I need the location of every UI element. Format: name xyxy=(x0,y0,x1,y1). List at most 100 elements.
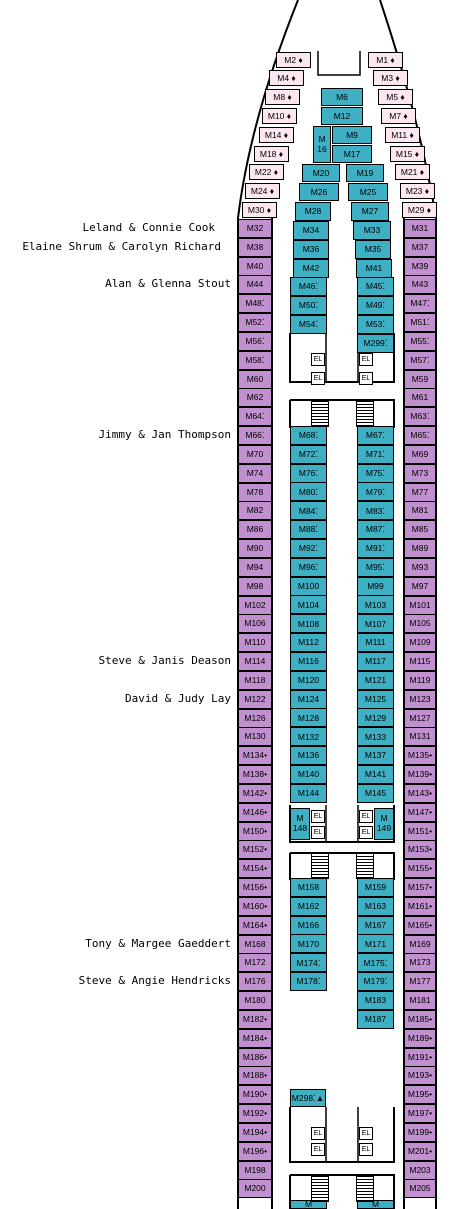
cabin-M12[interactable]: M12 xyxy=(321,107,363,125)
cabin-M140[interactable]: M140 xyxy=(290,764,327,784)
cabin-M91[interactable]: M91⁚ xyxy=(357,538,394,558)
cabin-M121[interactable]: M121 xyxy=(357,670,394,690)
cabin-M105[interactable]: M105 xyxy=(404,614,436,633)
cabin-M40[interactable]: M40 xyxy=(238,257,272,276)
cabin-M8[interactable]: M8 ♦ xyxy=(265,89,300,105)
cabin-M41[interactable]: M41 xyxy=(356,259,392,278)
cabin-M22[interactable]: M22 ♦ xyxy=(249,164,284,180)
cabin-M130[interactable]: M130 xyxy=(238,727,272,746)
cabin-M94[interactable]: M94 xyxy=(238,558,272,577)
cabin-M175[interactable]: M175⁚ xyxy=(357,953,394,973)
cabin-M11[interactable]: M11 ♦ xyxy=(385,127,420,143)
cabin-M168[interactable]: M168 xyxy=(238,935,272,954)
cabin-M61[interactable]: M61 xyxy=(404,388,436,407)
cabin-M125[interactable]: M125 xyxy=(357,689,394,709)
cabin-M66[interactable]: M66⁚ xyxy=(238,426,272,445)
cabin-M24[interactable]: M24 ♦ xyxy=(245,183,280,199)
cabin-M52[interactable]: M52⁚ xyxy=(238,313,272,332)
cabin-M112[interactable]: M112 xyxy=(290,633,327,653)
cabin-M186[interactable]: M186• xyxy=(238,1048,272,1067)
cabin-M199[interactable]: M199• xyxy=(404,1123,436,1142)
cabin-M114[interactable]: M114 xyxy=(238,652,272,671)
cabin-M25[interactable]: M25 xyxy=(348,183,388,201)
cabin-M47[interactable]: M47⁚ xyxy=(404,294,436,313)
cabin-M126[interactable]: M126 xyxy=(238,709,272,728)
cabin-M27[interactable]: M27 xyxy=(351,202,389,221)
cabin-M196[interactable]: M196• xyxy=(238,1142,272,1161)
cabin-M82[interactable]: M82 xyxy=(238,501,272,520)
cabin-M136[interactable]: M136 xyxy=(290,746,327,766)
cabin-M31[interactable]: M31 xyxy=(404,219,436,238)
cabin-M19[interactable]: M19 xyxy=(346,164,384,182)
cabin-M32[interactable]: M32 xyxy=(238,219,272,238)
cabin-M169[interactable]: M169 xyxy=(404,935,436,954)
cabin-M73[interactable]: M73 xyxy=(404,464,436,483)
cabin-M92[interactable]: M92⁚ xyxy=(290,538,327,558)
cabin-M7[interactable]: M7 ♦ xyxy=(381,108,416,124)
cabin-M5[interactable]: M5 ♦ xyxy=(378,89,413,105)
cabin-M98[interactable]: M98 xyxy=(238,577,272,596)
cabin-M49[interactable]: M49⁚ xyxy=(357,296,394,315)
cabin-M135[interactable]: M135• xyxy=(404,746,436,765)
cabin-M143[interactable]: M143• xyxy=(404,784,436,803)
cabin-M177[interactable]: M177 xyxy=(404,972,436,991)
cabin-M88[interactable]: M88⁚ xyxy=(290,520,327,540)
cabin-M77[interactable]: M77 xyxy=(404,483,436,502)
cabin-M75[interactable]: M75⁚ xyxy=(357,463,394,483)
cabin-M68[interactable]: M68⁚ xyxy=(290,426,327,445)
cabin-M181[interactable]: M181 xyxy=(404,991,436,1010)
cabin-M71[interactable]: M71⁚ xyxy=(357,444,394,464)
cabin-M176[interactable]: M176 xyxy=(238,972,272,991)
cabin-M85[interactable]: M85 xyxy=(404,520,436,539)
cabin-M193[interactable]: M193• xyxy=(404,1066,436,1085)
cabin-M96[interactable]: M96⁚ xyxy=(290,557,327,577)
cabin-M72[interactable]: M72⁚ xyxy=(290,444,327,464)
cabin-M178[interactable]: M178⁚ xyxy=(290,972,327,992)
cabin-M76[interactable]: M76⁚ xyxy=(290,463,327,483)
cabin-M195[interactable]: M195• xyxy=(404,1085,436,1104)
cabin-M18[interactable]: M18 ♦ xyxy=(254,146,289,162)
cabin-M6[interactable]: M6 xyxy=(321,88,363,106)
cabin-M74[interactable]: M74 xyxy=(238,464,272,483)
cabin-M10[interactable]: M10 ♦ xyxy=(262,108,297,124)
cabin-M4[interactable]: M4 ♦ xyxy=(269,70,304,86)
cabin-M100[interactable]: M100 xyxy=(290,576,327,596)
cabin-M117[interactable]: M117 xyxy=(357,651,394,671)
cabin-M39[interactable]: M39 xyxy=(404,257,436,276)
cabin-M35[interactable]: M35 xyxy=(355,240,391,259)
cabin-M166[interactable]: M166 xyxy=(290,915,327,935)
cabin-M21[interactable]: M21 ♦ xyxy=(395,164,430,180)
cabin-M162[interactable]: M162 xyxy=(290,896,327,916)
cabin-M65[interactable]: M65⁚ xyxy=(404,426,436,445)
cabin-M57[interactable]: M57⁚ xyxy=(404,351,436,370)
cabin-M90[interactable]: M90 xyxy=(238,539,272,558)
cabin-M158[interactable]: M158 xyxy=(290,878,327,897)
cabin-M93[interactable]: M93 xyxy=(404,558,436,577)
cabin-M189[interactable]: M189• xyxy=(404,1029,436,1048)
cabin-M129[interactable]: M129 xyxy=(357,708,394,728)
cabin-M171[interactable]: M171 xyxy=(357,934,394,954)
cabin-M37[interactable]: M37 xyxy=(404,238,436,257)
cabin-M191[interactable]: M191• xyxy=(404,1048,436,1067)
cabin-M87[interactable]: M87⁚ xyxy=(357,520,394,540)
cabin-M78[interactable]: M78 xyxy=(238,483,272,502)
cabin-M190[interactable]: M190• xyxy=(238,1085,272,1104)
cabin-M106[interactable]: M106 xyxy=(238,614,272,633)
cabin-M299[interactable]: M299⁚ xyxy=(357,334,394,353)
cabin-M184[interactable]: M184• xyxy=(238,1029,272,1048)
cabin-M150[interactable]: M150• xyxy=(238,822,272,841)
cabin-M131[interactable]: M131 xyxy=(404,727,436,746)
cabin-M102[interactable]: M102 xyxy=(238,596,272,615)
cabin-M159[interactable]: M159 xyxy=(357,878,394,897)
cabin-M20[interactable]: M20 xyxy=(302,164,340,182)
cabin-M161[interactable]: M161• xyxy=(404,897,436,916)
cabin-M194[interactable]: M194• xyxy=(238,1123,272,1142)
cabin-M99[interactable]: M99 xyxy=(357,576,394,596)
cabin-M89[interactable]: M89 xyxy=(404,539,436,558)
cabin-M28[interactable]: M28 xyxy=(295,202,331,221)
cabin-M160[interactable]: M160• xyxy=(238,897,272,916)
cabin-M23[interactable]: M23 ♦ xyxy=(400,183,435,199)
